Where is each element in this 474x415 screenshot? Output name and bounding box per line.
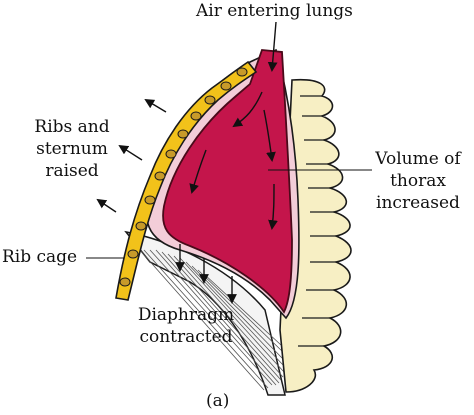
ribs-line-3: raised bbox=[45, 161, 99, 181]
diaphragm-line-1: Diaphragm bbox=[137, 305, 235, 325]
rib-raise-arrows bbox=[96, 98, 167, 213]
volume-line-3: increased bbox=[376, 193, 460, 213]
label-rib-cage: Rib cage bbox=[2, 247, 78, 267]
diaphragm-line-2: contracted bbox=[139, 327, 233, 347]
ribs-line-2: sternum bbox=[36, 139, 108, 159]
label-air-entering-lungs: Air entering lungs bbox=[196, 1, 353, 21]
rib-cage bbox=[115, 60, 258, 301]
spine bbox=[279, 78, 352, 393]
label-volume-of-thorax-increased: Volume of thorax increased bbox=[364, 148, 472, 214]
ribs-line-1: Ribs and bbox=[34, 117, 110, 137]
volume-line-1: Volume of bbox=[375, 149, 461, 169]
air-inflow-arrow bbox=[267, 21, 278, 72]
label-diaphragm-contracted: Diaphragm contracted bbox=[128, 304, 244, 348]
volume-line-2: thorax bbox=[390, 171, 446, 191]
lung bbox=[162, 49, 293, 314]
airflow-arrows bbox=[189, 91, 278, 230]
diaphragm-muscle bbox=[124, 230, 286, 396]
diaphragm-arrows bbox=[175, 244, 237, 304]
figure-caption: (a) bbox=[206, 391, 230, 411]
label-ribs-sternum-raised: Ribs and sternum raised bbox=[16, 116, 128, 182]
